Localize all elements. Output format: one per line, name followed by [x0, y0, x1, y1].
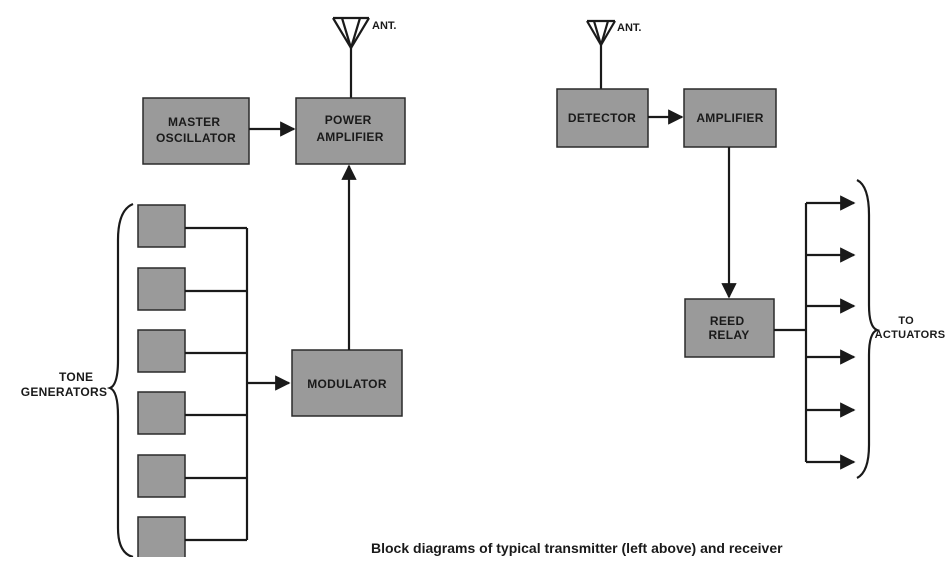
power-amplifier-label-line1: POWER — [325, 113, 372, 127]
actuators-label-line2: ACTUATORS — [875, 329, 946, 341]
tone-generator-blocks — [137, 204, 186, 560]
transmitter-antenna-label: ANT. — [372, 20, 396, 32]
tone-generator-block — [137, 454, 186, 498]
tone-generator-block — [137, 329, 186, 373]
receiver-antenna-label: ANT. — [617, 22, 641, 34]
power-amplifier-label-line2: AMPLIFIER — [316, 130, 383, 144]
transmitter-diagram: ANT. MASTER OSCILLATOR POWER AMPLIFIER M… — [21, 16, 406, 560]
tone-generators-label-line1: TONE — [59, 370, 93, 384]
receiver-amplifier-block — [683, 88, 777, 148]
master-oscillator-label-line2: OSCILLATOR — [156, 131, 236, 145]
figure-caption: Block diagrams of typical transmitter (l… — [371, 540, 783, 556]
detector-label: DETECTOR — [568, 111, 636, 125]
svg-text:POWER AMPLIFIER: POWER AMPLIFIER — [316, 113, 383, 144]
actuator-output-bus — [774, 195, 856, 470]
actuators-brace — [856, 179, 881, 479]
tone-generator-block — [137, 516, 186, 560]
receiver-diagram: ANT. DETECTOR AMPLIFIER REED RELAY — [556, 19, 946, 479]
tone-generator-bus — [185, 226, 249, 542]
svg-text:TO ACTUATORS: TO ACTUATORS — [875, 313, 946, 341]
receiver-amplifier-label: AMPLIFIER — [696, 111, 763, 125]
power-amplifier-block — [295, 97, 406, 165]
detector-block — [556, 88, 649, 148]
tone-generators-brace — [106, 202, 134, 559]
svg-text:REED RELAY: REED RELAY — [708, 314, 749, 342]
reed-relay-label-line1: REED — [710, 314, 745, 328]
tone-generator-block — [137, 267, 186, 311]
master-oscillator-block — [142, 97, 250, 165]
modulator-label: MODULATOR — [307, 377, 387, 391]
modulator-block — [291, 349, 403, 417]
tone-generators-label-line2: GENERATORS — [21, 385, 108, 399]
svg-text:TONE GENERATORS: TONE GENERATORS — [21, 370, 108, 399]
reed-relay-block — [684, 298, 775, 358]
master-oscillator-label-line1: MASTER — [168, 115, 220, 129]
actuators-label-line1: TO — [898, 315, 914, 327]
svg-text:MASTER OSCILLATOR: MASTER OSCILLATOR — [156, 115, 236, 145]
tone-generator-block — [137, 204, 186, 248]
transmitter-antenna-icon — [332, 16, 370, 98]
tone-generator-block — [137, 391, 186, 435]
receiver-antenna-icon — [586, 19, 616, 89]
reed-relay-label-line2: RELAY — [708, 328, 749, 342]
